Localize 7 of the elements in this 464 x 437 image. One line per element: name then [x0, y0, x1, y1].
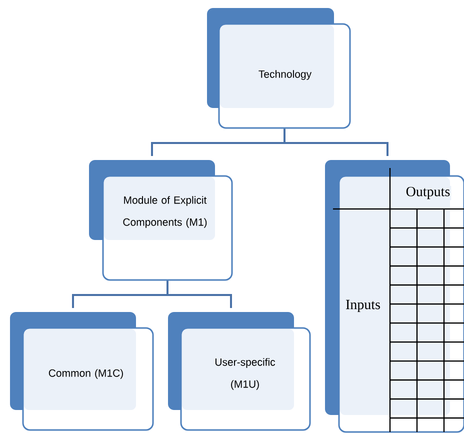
connector [284, 128, 388, 156]
connector [166, 280, 232, 308]
table-box: Outputs Inputs [325, 160, 464, 433]
process-box: User-specific (M1U) [168, 312, 311, 431]
process-box: Common (M1C) [10, 312, 154, 431]
process-box: Technology [207, 8, 351, 129]
process-box: Module of Explicit Components (M1) [89, 160, 233, 281]
